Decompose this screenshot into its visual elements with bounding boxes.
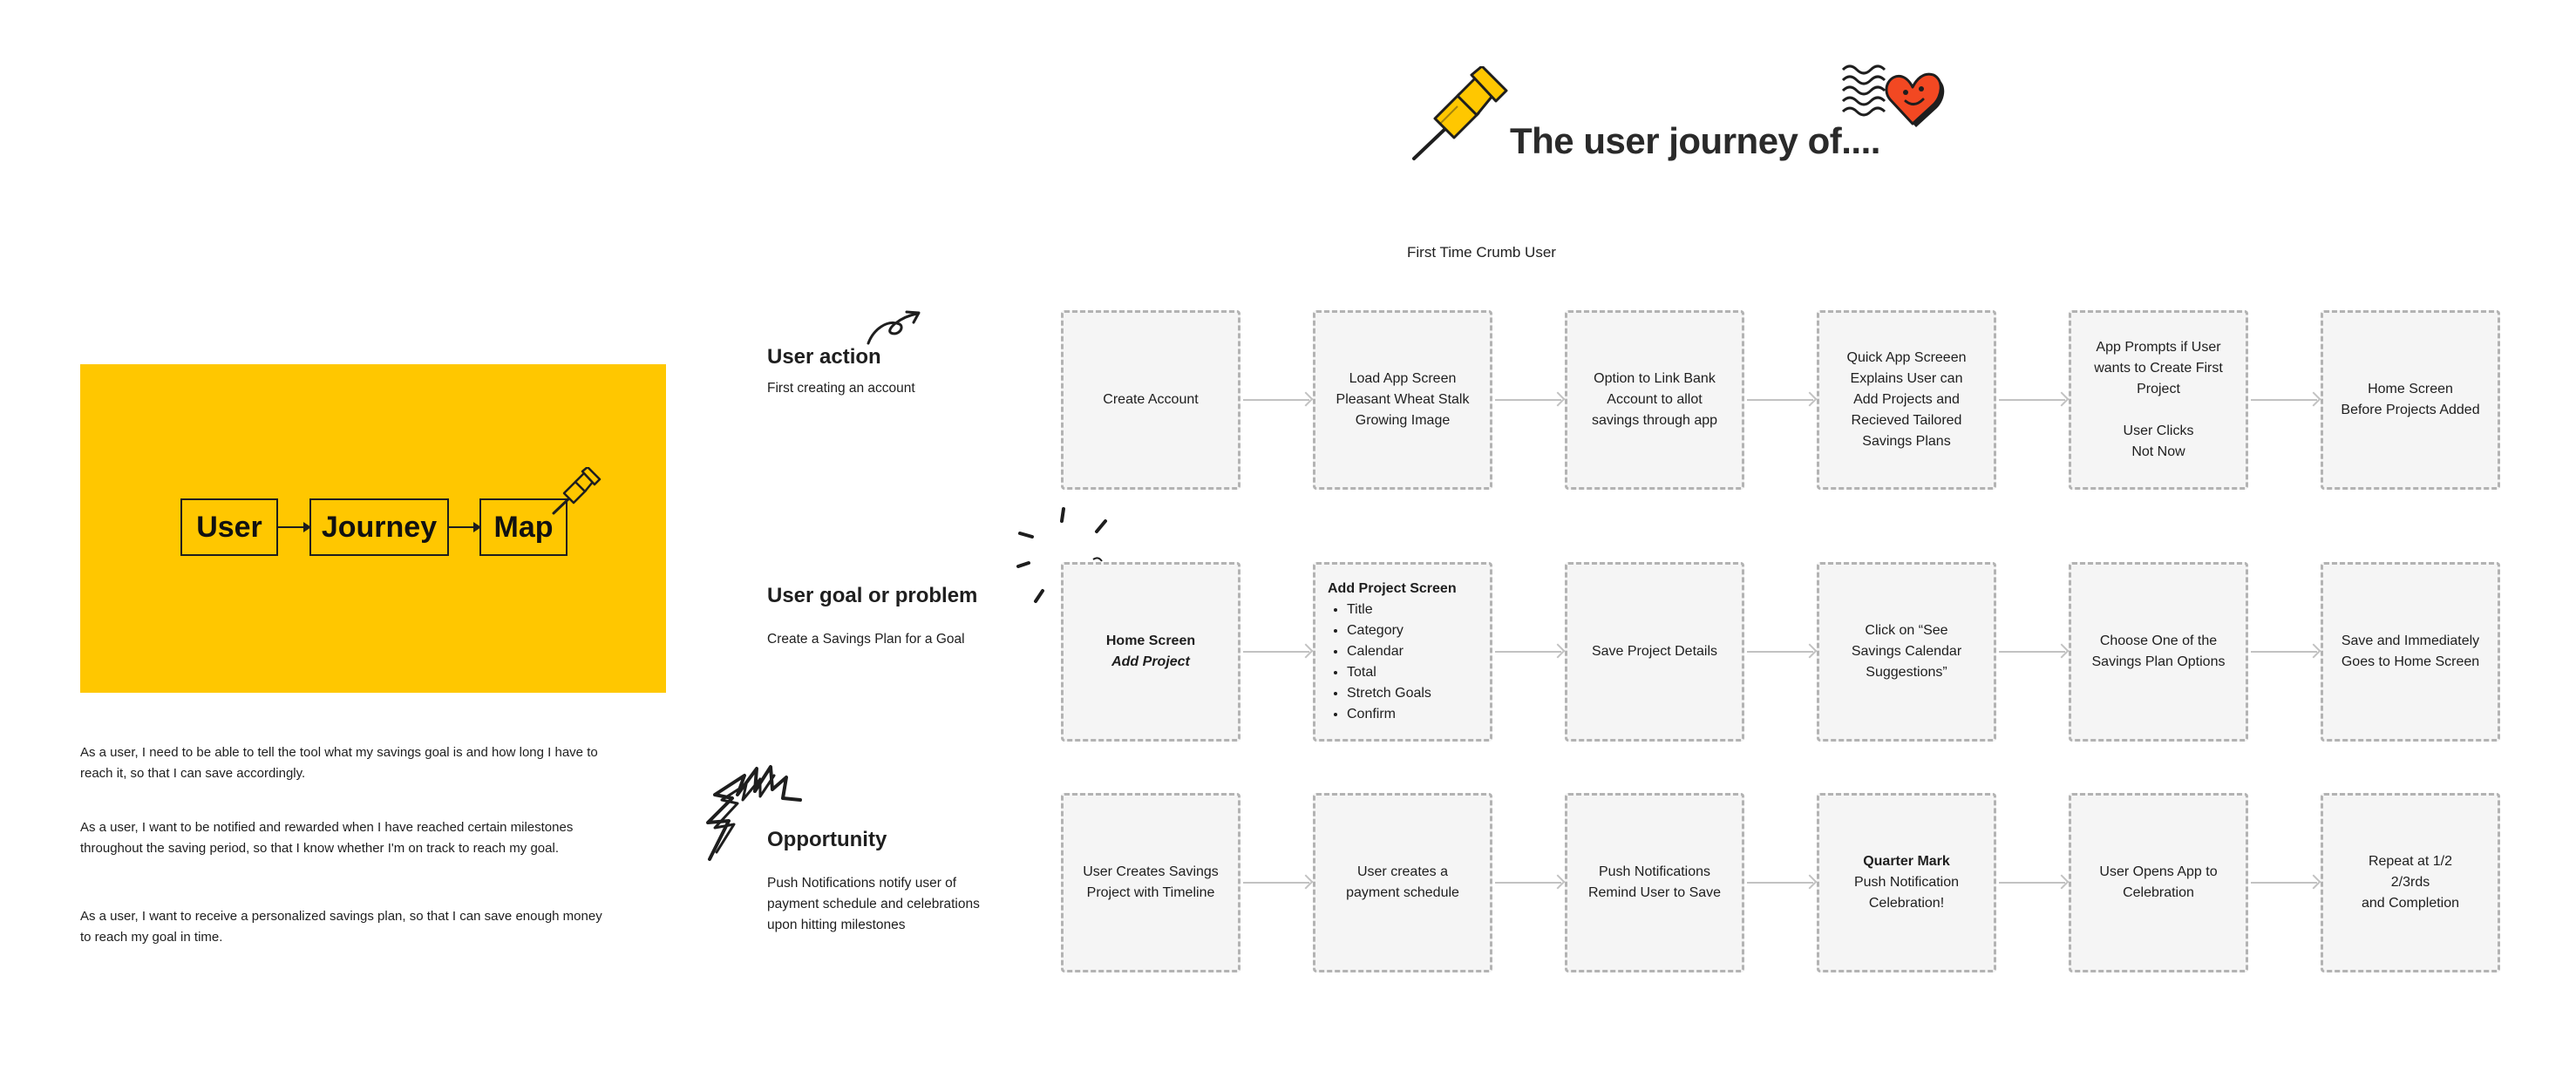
connector-arrow: [1999, 651, 2065, 653]
row-title-opportunity: Opportunity: [767, 828, 887, 851]
list-item: Stretch Goals: [1347, 683, 1431, 704]
user-story: As a user, I want to receive a personali…: [80, 909, 602, 945]
pushpin-icon: [551, 465, 603, 520]
connector-arrow: [1495, 882, 1561, 884]
card-text: Save and Immediately Goes to Home Screen: [2341, 633, 2480, 669]
journey-box-label: Journey: [321, 510, 438, 544]
journey-card: Click on “See Savings Calendar Suggestio…: [1817, 562, 1996, 742]
journey-card: Create Account: [1061, 310, 1240, 490]
journey-card: User creates a payment schedule: [1313, 793, 1492, 972]
card-text: Choose One of the Savings Plan Options: [2091, 633, 2226, 669]
card-text: Push Notifications Remind User to Save: [1587, 864, 1722, 900]
connector-arrow: [1495, 651, 1561, 653]
user-box-label: User: [196, 510, 262, 544]
connector-arrow: [1999, 882, 2065, 884]
user-story: As a user, I want to be notified and rew…: [80, 820, 574, 856]
card-text: User creates a payment schedule: [1346, 864, 1459, 900]
journey-card: Push Notifications Remind User to Save: [1565, 793, 1744, 972]
card-text: User Opens App to Celebration: [2099, 864, 2218, 900]
connector-arrow: [1495, 399, 1561, 401]
connector-arrow: [1243, 651, 1309, 653]
card-heading: Quarter Mark: [1863, 854, 1950, 869]
arrow-icon: [449, 522, 481, 532]
journey-card: Home Screen Add Project: [1061, 562, 1240, 742]
arrow-icon: [278, 522, 311, 532]
journey-card: Option to Link Bank Account to allot sav…: [1565, 310, 1744, 490]
spark-lines-icon: [1015, 505, 1112, 614]
journey-card: Save Project Details: [1565, 562, 1744, 742]
connector-arrow: [1243, 399, 1309, 401]
row-title-user-goal: User goal or problem: [767, 584, 978, 607]
row-desc-user-action: First creating an account: [767, 381, 915, 396]
map-box-label: Map: [493, 510, 554, 544]
persona-label: First Time Crumb User: [1407, 244, 1556, 261]
list-item: Total: [1347, 662, 1431, 683]
connector-arrow: [1243, 882, 1309, 884]
journey-card: User Creates Savings Project with Timeli…: [1061, 793, 1240, 972]
card-text: User Creates Savings Project with Timeli…: [1083, 864, 1219, 900]
zigzag-doodle-icon: [703, 760, 804, 869]
user-box: User: [180, 498, 278, 556]
card-text: Click on “See Savings Calendar Suggestio…: [1851, 623, 1962, 680]
journey-card: Load App Screen Pleasant Wheat Stalk Gro…: [1313, 310, 1492, 490]
connector-arrow: [2251, 882, 2317, 884]
connector-arrow: [1747, 399, 1813, 401]
journey-card: Quick App Screeen Explains User can Add …: [1817, 310, 1996, 490]
journey-card: Home Screen Before Projects Added: [2321, 310, 2500, 490]
card-text: App Prompts if User wants to Create Firs…: [2094, 340, 2223, 459]
connector-arrow: [1747, 882, 1813, 884]
journey-card: User Opens App to Celebration: [2069, 793, 2248, 972]
card-text: Option to Link Bank Account to allot sav…: [1591, 371, 1718, 428]
heart-stamp-icon: [1841, 61, 1946, 133]
journey-card: Add Project Screen Title Category Calend…: [1313, 562, 1492, 742]
user-story: As a user, I need to be able to tell the…: [80, 745, 598, 781]
card-text: Load App Screen Pleasant Wheat Stalk Gro…: [1336, 371, 1470, 428]
list-item: Confirm: [1347, 704, 1431, 725]
card-heading: Home Screen: [1105, 633, 1196, 648]
user-journey-map-card: User Journey Map: [80, 364, 666, 693]
journey-card: Choose One of the Savings Plan Options: [2069, 562, 2248, 742]
connector-arrow: [1747, 651, 1813, 653]
journey-card: Repeat at 1/2 2/3rds and Completion: [2321, 793, 2500, 972]
arrow-doodle-icon: [865, 310, 922, 351]
card-subheading: Add Project: [1111, 654, 1190, 669]
row-desc-user-goal: Create a Savings Plan for a Goal: [767, 632, 965, 647]
map-box: Map: [479, 498, 568, 556]
card-text: Save Project Details: [1591, 644, 1718, 659]
card-list: Title Category Calendar Total Stretch Go…: [1328, 600, 1431, 725]
journey-card: App Prompts if User wants to Create Firs…: [2069, 310, 2248, 490]
connector-arrow: [1999, 399, 2065, 401]
row-desc-opportunity: Push Notifications notify user of paymen…: [767, 876, 980, 932]
row-title-user-action: User action: [767, 345, 881, 369]
card-heading: Add Project Screen: [1328, 581, 1457, 596]
journey-card: Quarter Mark Push Notification Celebrati…: [1817, 793, 1996, 972]
card-text: Create Account: [1103, 392, 1199, 407]
list-item: Category: [1347, 620, 1431, 641]
card-text: Repeat at 1/2 2/3rds and Completion: [2361, 854, 2460, 911]
card-text: Push Notification Celebration!: [1853, 875, 1960, 911]
pushpin-icon: [1409, 64, 1513, 168]
journey-box: Journey: [309, 498, 449, 556]
card-text: Quick App Screeen Explains User can Add …: [1846, 350, 1967, 449]
journey-card: Save and Immediately Goes to Home Screen: [2321, 562, 2500, 742]
list-item: Title: [1347, 600, 1431, 620]
connector-arrow: [2251, 651, 2317, 653]
card-text: Home Screen Before Projects Added: [2341, 382, 2480, 417]
list-item: Calendar: [1347, 641, 1431, 662]
connector-arrow: [2251, 399, 2317, 401]
page-title: The user journey of....: [1510, 120, 1880, 161]
